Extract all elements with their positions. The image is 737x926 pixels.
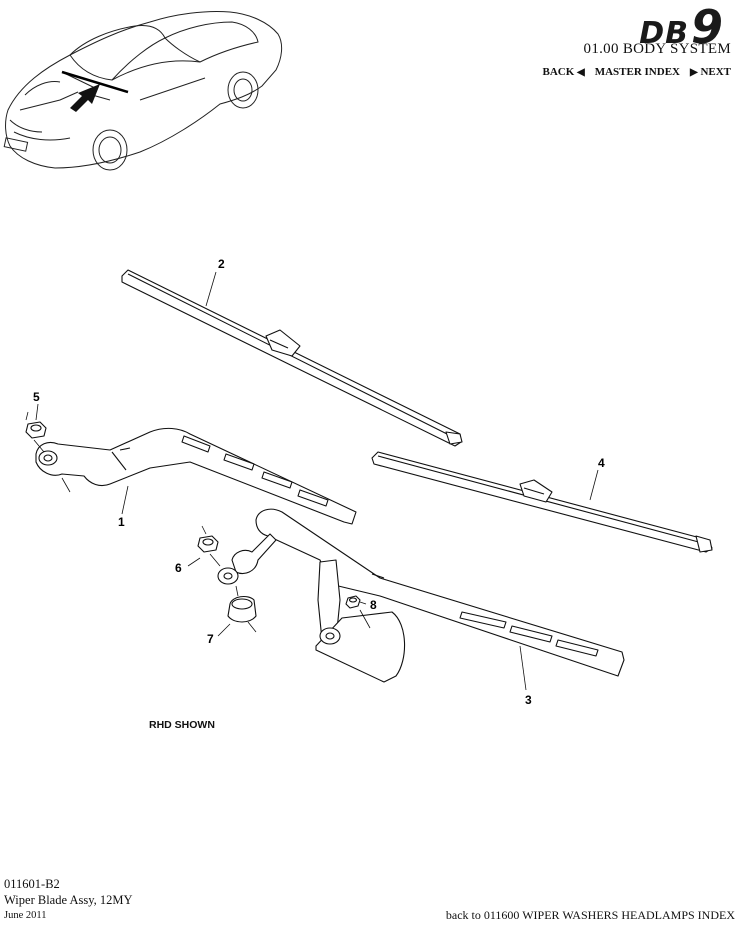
back-arrow-icon: ◀ — [577, 67, 585, 78]
callout-8: 8 — [370, 598, 377, 612]
callout-7: 7 — [207, 632, 214, 646]
leader-line-5 — [35, 403, 39, 421]
callout-2: 2 — [218, 257, 225, 271]
nut-part-5 — [25, 421, 47, 439]
leader-line-7c — [247, 621, 257, 633]
callout-5: 5 — [33, 390, 40, 404]
leader-line-5b — [25, 411, 29, 421]
navigation-bar: BACK ◀ MASTER INDEX ▶ NEXT — [542, 66, 731, 78]
rhd-shown-note: RHD SHOWN — [149, 719, 215, 731]
leader-line-3 — [519, 645, 527, 691]
part-code: 011601-B2 — [4, 877, 60, 891]
logo-db-text: DB — [639, 16, 689, 51]
section-title: 01.00 BODY SYSTEM — [583, 41, 731, 57]
leader-line-7 — [217, 623, 231, 637]
car-thumbnail-image — [3, 11, 283, 171]
back-link[interactable]: BACK ◀ — [542, 66, 584, 78]
nut-part-8 — [345, 595, 361, 609]
nut-part-6 — [197, 535, 219, 553]
callout-1: 1 — [118, 515, 125, 529]
leader-line-1 — [121, 485, 129, 515]
callout-6: 6 — [175, 561, 182, 575]
logo-number-text: 9 — [690, 0, 723, 54]
leader-line-6b — [201, 525, 207, 535]
leader-line-6c — [209, 553, 221, 567]
cap-part-7 — [227, 595, 257, 623]
leader-line-1b — [61, 477, 71, 493]
back-to-index-link[interactable]: back to 011600 WIPER WASHERS HEADLAMPS I… — [445, 908, 735, 922]
callout-3: 3 — [525, 693, 532, 707]
next-arrow-icon: ▶ — [689, 67, 698, 78]
leader-line-2 — [205, 271, 217, 307]
leader-line-6 — [187, 557, 201, 567]
master-index-link[interactable]: MASTER INDEX — [594, 66, 680, 78]
db9-logo: DB9 — [639, 0, 723, 54]
wiper-blade-lower — [371, 451, 713, 553]
assembly-title: Wiper Blade Assy, 12MY — [4, 893, 133, 907]
leader-line-5c — [33, 439, 45, 453]
leader-line-8b — [359, 609, 371, 629]
publication-date: June 2011 — [4, 910, 47, 921]
leader-line-7b — [235, 585, 239, 597]
leader-line-8 — [359, 601, 367, 605]
wiper-arm-lower — [217, 508, 625, 683]
leader-line-4 — [589, 469, 599, 501]
callout-4: 4 — [598, 456, 605, 470]
next-label: NEXT — [700, 66, 731, 78]
wiper-blade-upper — [121, 269, 463, 447]
wiper-arm-upper — [35, 427, 357, 525]
next-link[interactable]: ▶ NEXT — [690, 66, 731, 78]
back-label: BACK — [542, 66, 575, 78]
